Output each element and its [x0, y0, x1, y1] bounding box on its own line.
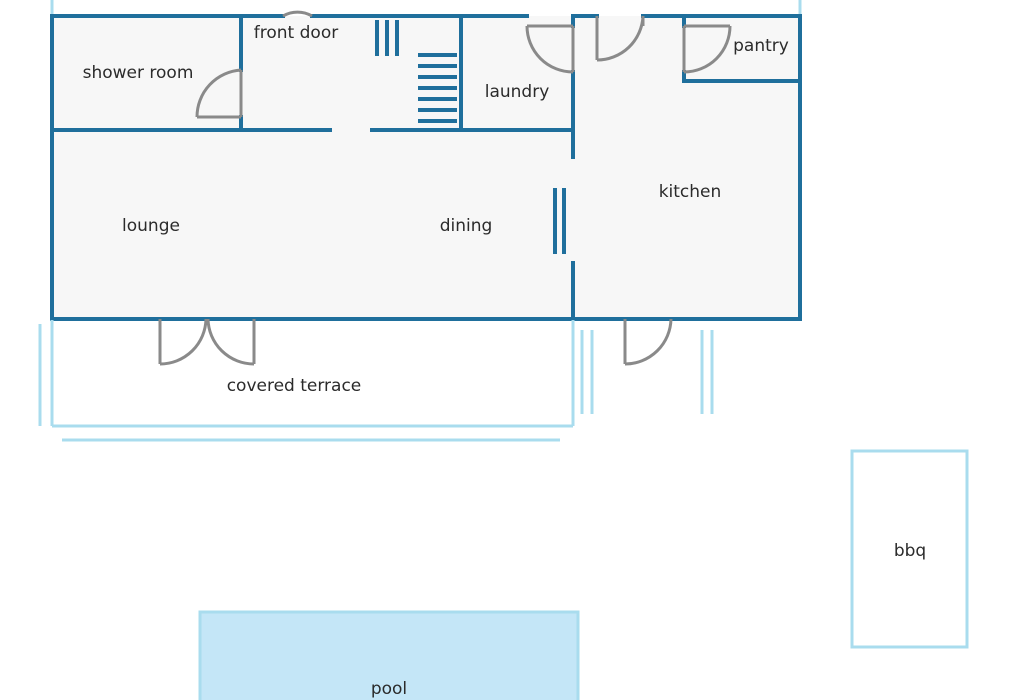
pool-area	[198, 610, 580, 700]
label-bbq: bbq	[894, 541, 926, 561]
terrace-double-door	[158, 318, 256, 366]
house-interior	[52, 16, 800, 319]
sliding-door-front	[375, 20, 399, 56]
back-door	[595, 15, 645, 62]
kitchen-outside-door	[623, 318, 673, 366]
covered-terrace-outline	[38, 320, 714, 442]
label-shower-room: shower room	[83, 63, 194, 83]
label-pantry: pantry	[733, 36, 789, 56]
label-covered-terrace: covered terrace	[227, 376, 362, 396]
sliding-door-kitchen	[553, 188, 566, 254]
label-dining: dining	[440, 216, 493, 236]
outer-walls	[50, 14, 802, 321]
label-kitchen: kitchen	[659, 182, 722, 202]
label-front-door: front door	[254, 23, 338, 43]
front-door-swing	[282, 10, 313, 18]
laundry-door	[525, 24, 575, 74]
stairs	[418, 53, 457, 123]
shower-room-door	[195, 68, 243, 119]
label-laundry: laundry	[485, 82, 550, 102]
pantry-door	[682, 24, 732, 74]
label-pool: pool	[371, 679, 407, 699]
bbq-area	[850, 449, 969, 649]
interior-walls	[50, 14, 802, 321]
label-lounge: lounge	[122, 216, 180, 236]
